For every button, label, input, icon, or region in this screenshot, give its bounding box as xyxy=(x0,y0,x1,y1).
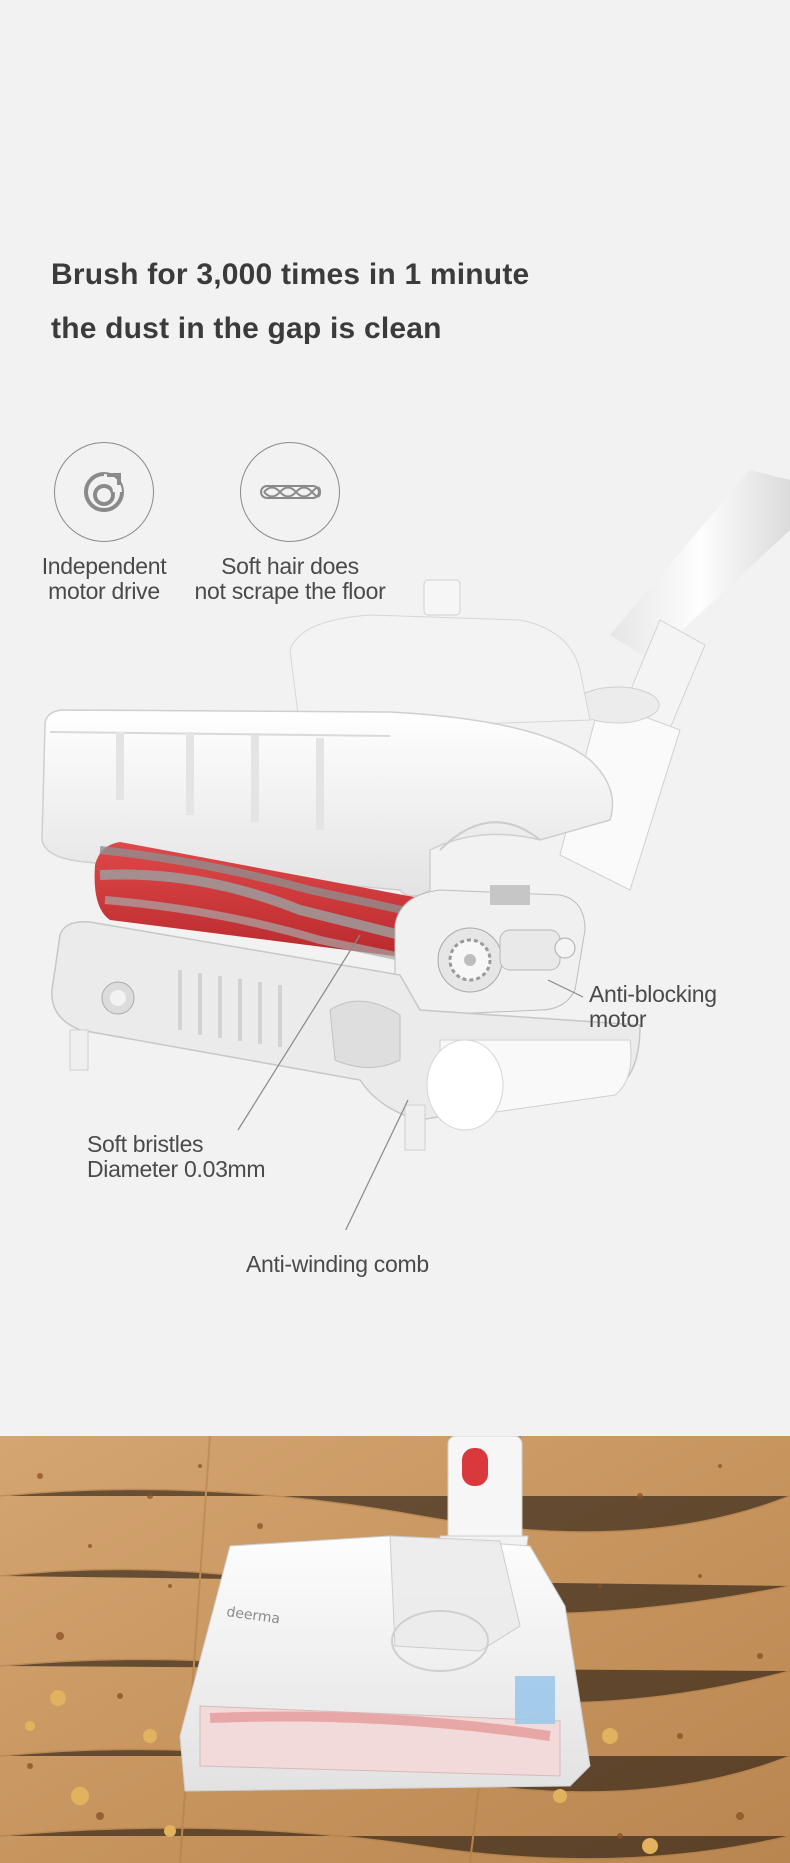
feature-icon-circle xyxy=(240,442,340,542)
callout-leader-lines xyxy=(237,934,584,1230)
callout-line-1: Soft bristles xyxy=(87,1131,204,1157)
callout-line-2: motor xyxy=(589,1006,647,1032)
motor-housing xyxy=(394,885,586,1016)
blue-motor-part xyxy=(515,1676,555,1724)
callout-anti-blocking-motor: Anti-blocking motor xyxy=(589,982,717,1032)
callout-soft-bristles: Soft bristles Diameter 0.03mm xyxy=(87,1131,266,1182)
base-plate xyxy=(51,921,641,1151)
callout-line-2: Diameter 0.03mm xyxy=(87,1156,266,1182)
headline: Brush for 3,000 times in 1 minute the du… xyxy=(51,248,529,356)
vacuum-brush-head: deerma xyxy=(179,1535,591,1792)
wand-red-accent xyxy=(462,1448,488,1486)
brush-head-exploded-illustration xyxy=(41,470,790,1230)
feature-label: Soft hair does not scrape the floor xyxy=(180,554,400,604)
brand-logo: deerma xyxy=(225,1604,281,1627)
top-cover xyxy=(41,579,614,897)
feature-icon-circle xyxy=(54,442,154,542)
feature-label: Independent motor drive xyxy=(0,554,214,604)
callout-line-1: Anti-blocking xyxy=(589,981,717,1007)
feature-label-line-2: motor drive xyxy=(48,578,160,604)
feature-label-line-2: not scrape the floor xyxy=(194,578,386,604)
headline-line-2: the dust in the gap is clean xyxy=(51,312,442,345)
wand-tube xyxy=(559,470,790,891)
motor-drive-icon xyxy=(84,472,124,512)
feature-label-line-1: Soft hair does xyxy=(221,553,359,579)
product-on-wood-floor-photo: deerma xyxy=(0,1436,790,1863)
soft-roller-icon xyxy=(260,485,321,499)
headline-line-1: Brush for 3,000 times in 1 minute xyxy=(51,258,530,291)
feature-soft-hair: Soft hair does not scrape the floor xyxy=(180,442,400,604)
callout-anti-winding-comb: Anti-winding comb xyxy=(246,1252,429,1277)
roller-brush xyxy=(94,842,431,964)
callout-line-1: Anti-winding comb xyxy=(246,1251,429,1277)
dust-crumbs xyxy=(27,1464,763,1839)
feature-label-line-1: Independent xyxy=(41,553,167,579)
cereal-crumbs xyxy=(25,1690,658,1854)
feature-motor-drive: Independent motor drive xyxy=(0,442,214,604)
